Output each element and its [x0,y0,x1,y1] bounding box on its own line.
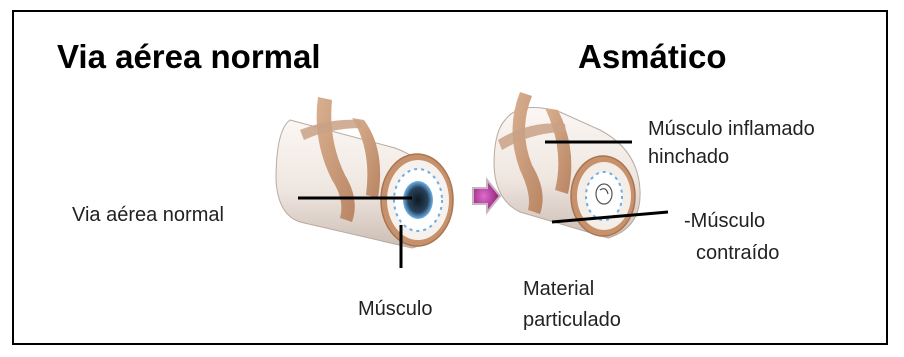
label-inflamed-muscle-line2: hinchado [648,146,729,169]
transition-arrow [473,180,500,212]
label-contracted-muscle-line2: contraído [696,242,779,265]
label-muscle: Músculo [358,298,432,321]
label-particulate-line1: Material [523,278,594,301]
label-normal-airway: Via aérea normal [72,204,224,227]
title-normal-airway: Via aérea normal [57,38,321,76]
normal-airway-tube [276,97,453,248]
label-inflamed-muscle-line1: Músculo inflamado [648,118,815,141]
normal-lumen [403,181,433,219]
title-asthmatic: Asmático [578,38,727,76]
label-contracted-muscle-line1: -Músculo [684,210,765,233]
asthmatic-lumen [596,184,612,204]
label-particulate-line2: particulado [523,309,621,332]
